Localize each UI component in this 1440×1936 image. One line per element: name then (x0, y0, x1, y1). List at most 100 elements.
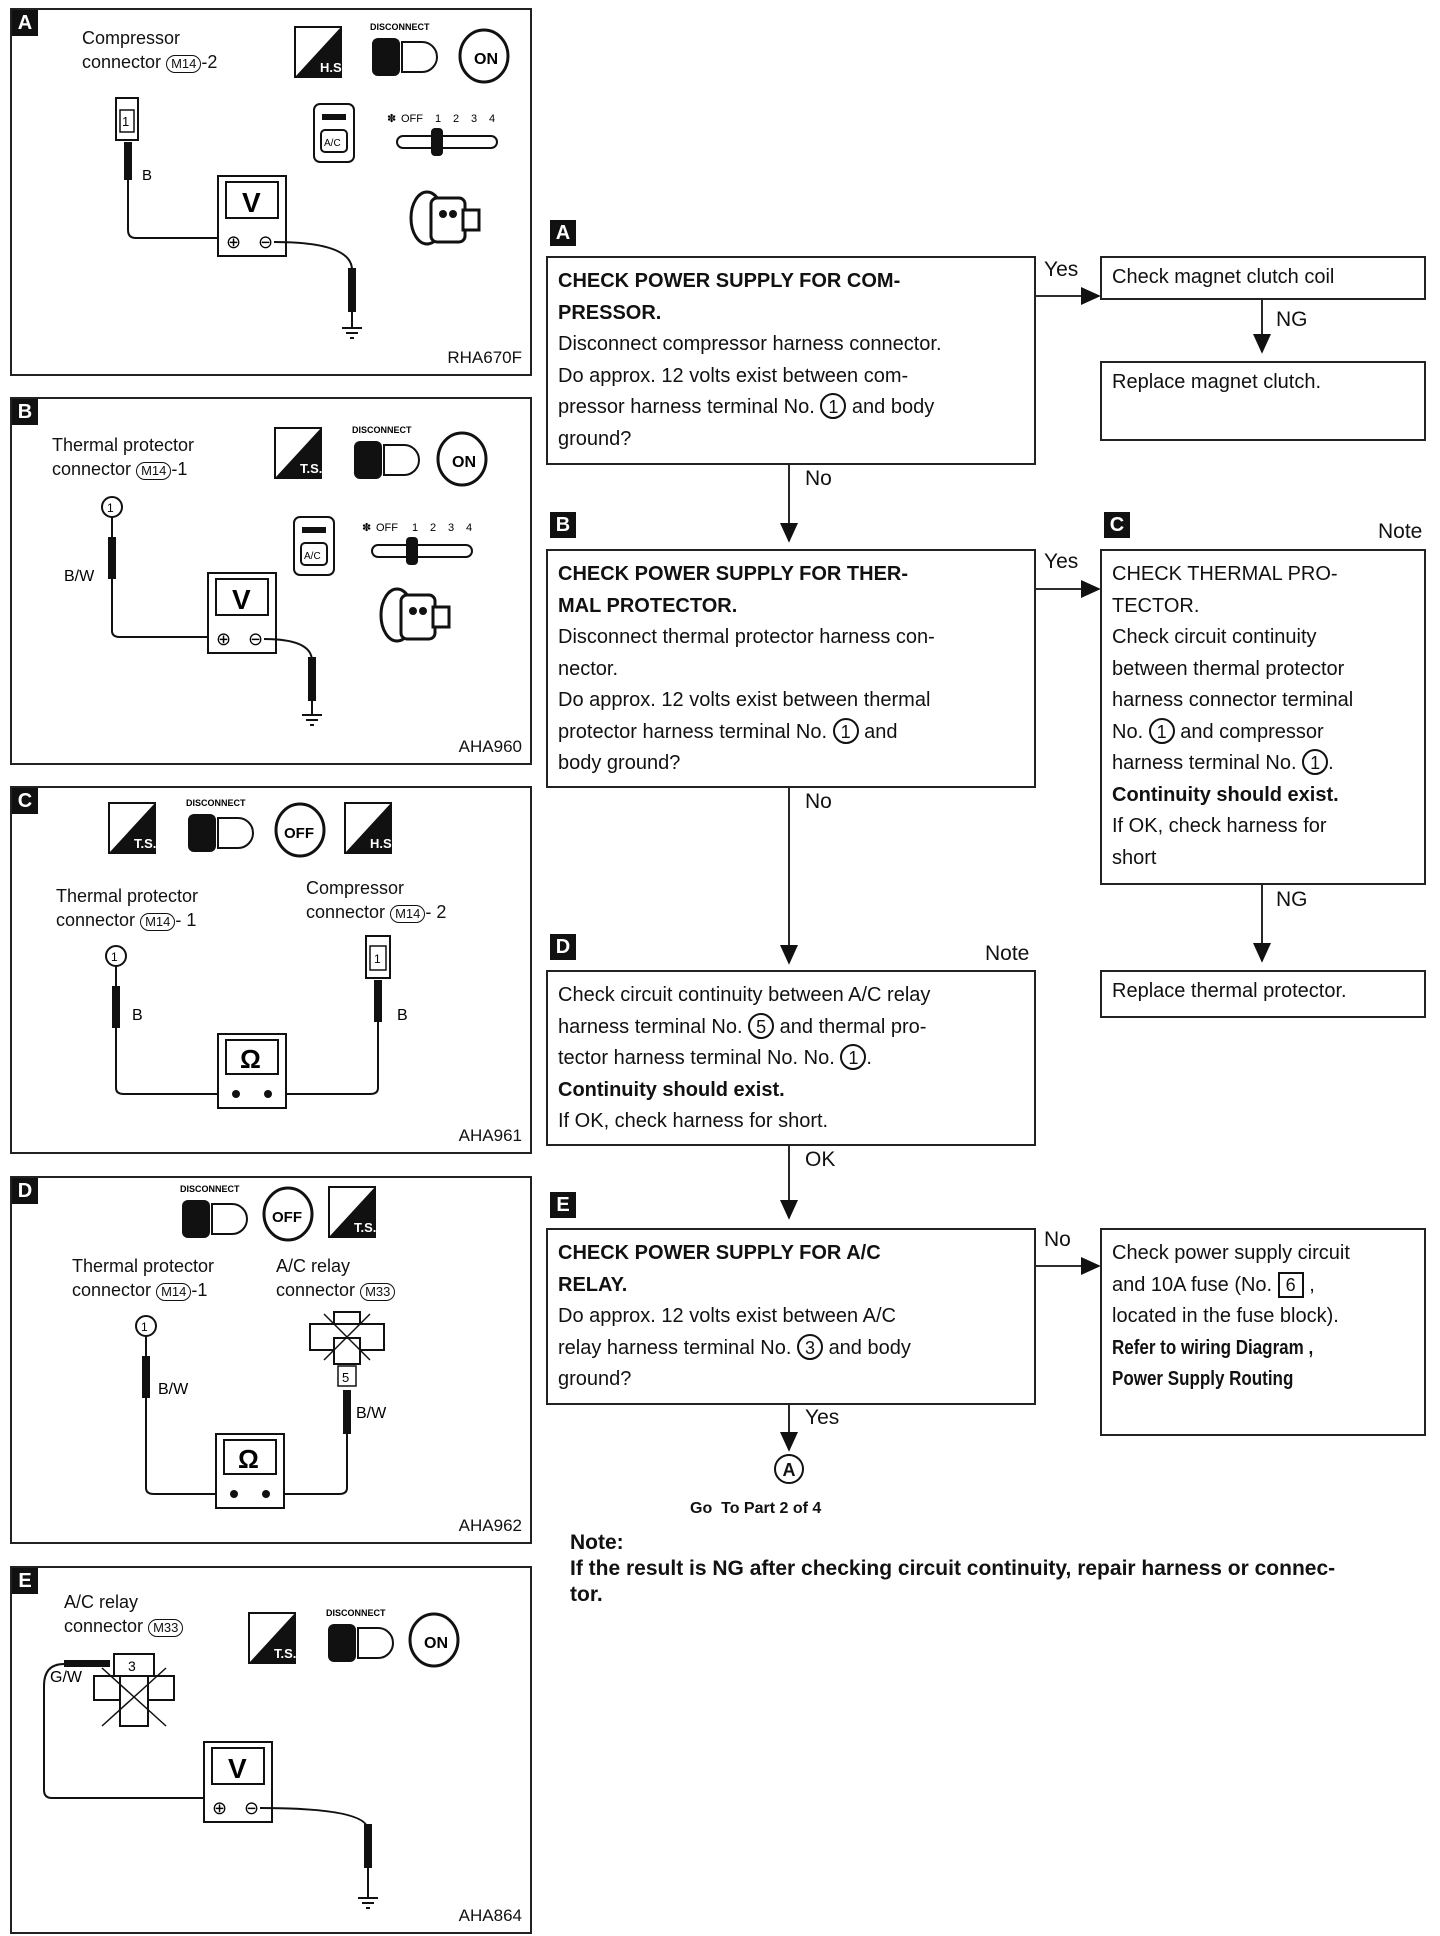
svg-text:3: 3 (471, 113, 477, 125)
b-no-label: No (805, 790, 832, 813)
svg-text:⊕: ⊕ (212, 1798, 227, 1818)
svg-text:A/C: A/C (324, 138, 341, 149)
svg-text:DISCONNECT: DISCONNECT (326, 1608, 386, 1618)
svg-text:⊕: ⊕ (216, 629, 231, 649)
replace-magnet-clutch-box: Replace magnet clutch. (1100, 361, 1426, 441)
svg-text:⊕: ⊕ (226, 232, 241, 252)
svg-text:4: 4 (489, 113, 495, 125)
circuit-d: 1 B/W 5 B/W Ω (135, 1311, 387, 1509)
hs-icon: H.S. (344, 802, 395, 854)
figure-code: AHA960 (458, 737, 522, 756)
svg-text:H.S.: H.S. (370, 836, 392, 851)
panel-e: E A/C relay connector M33 T.S. DISCONNEC… (10, 1566, 532, 1934)
svg-text:G/W: G/W (50, 1669, 83, 1686)
connector-id: M33 (360, 1283, 396, 1301)
step-c-box: CHECK THERMAL PRO- TECTOR. Check circuit… (1100, 549, 1426, 885)
right-connector-label: A/C relay connector M33 (276, 1254, 396, 1302)
svg-text:V: V (232, 584, 251, 615)
disconnect-icon: DISCONNECT (178, 796, 258, 858)
connector-label: Thermal protector connector M14-1 (52, 435, 195, 480)
svg-text:H.S.: H.S. (320, 60, 342, 75)
svg-text:1: 1 (435, 113, 441, 125)
svg-text:⊖: ⊖ (258, 232, 273, 252)
panel-tag: E (12, 1568, 38, 1594)
svg-text:1: 1 (122, 114, 129, 129)
svg-text:DISCONNECT: DISCONNECT (370, 22, 430, 32)
svg-text:OFF: OFF (401, 113, 423, 125)
svg-text:DISCONNECT: DISCONNECT (352, 425, 412, 435)
power-supply-circuit-box: Check power supply circuit and 10A fuse … (1100, 1228, 1426, 1436)
ac-switch-icon: A/C (312, 102, 356, 164)
connector-id: M14 (136, 462, 172, 480)
ts-icon: T.S. (248, 1612, 296, 1664)
svg-text:T.S.: T.S. (354, 1220, 376, 1235)
figure-code: AHA962 (458, 1516, 522, 1535)
ac-switch-icon: A/C (292, 515, 336, 577)
svg-text:✽: ✽ (387, 113, 396, 125)
svg-text:2: 2 (430, 522, 436, 534)
step-d-tag: D (550, 934, 576, 960)
svg-text:Ω: Ω (238, 1444, 259, 1474)
step-d-box: Check circuit continuity between A/C rel… (546, 970, 1036, 1146)
svg-text:3: 3 (128, 1658, 136, 1674)
svg-text:B: B (132, 1007, 143, 1024)
left-connector-label: Thermal protector connector M14-1 (72, 1256, 215, 1301)
svg-text:3: 3 (448, 522, 454, 534)
step-a-box: CHECK POWER SUPPLY FOR COM- PRESSOR. Dis… (546, 256, 1036, 465)
svg-text:OFF: OFF (272, 1209, 302, 1226)
svg-text:DISCONNECT: DISCONNECT (180, 1184, 240, 1194)
svg-text:1: 1 (374, 952, 381, 966)
svg-text:B: B (142, 167, 152, 184)
svg-text:B/W: B/W (356, 1405, 387, 1422)
ignition-on-icon: ON (454, 26, 514, 86)
svg-text:ON: ON (474, 51, 498, 68)
ts-icon: T.S. (328, 1186, 376, 1238)
panel-b: B Thermal protector connector M14-1 T.S.… (10, 397, 532, 765)
e-no-label: No (1044, 1228, 1071, 1251)
svg-text:T.S.: T.S. (134, 836, 156, 851)
step-d-note: Note (985, 942, 1030, 965)
disconnect-icon: DISCONNECT (344, 423, 424, 485)
svg-text:V: V (242, 187, 261, 218)
svg-text:B/W: B/W (64, 568, 95, 585)
connector-label: Compressor connector M14-2 (82, 28, 218, 73)
svg-text:⊖: ⊖ (244, 1798, 259, 1818)
ignition-off-icon: OFF (270, 800, 330, 860)
goto-label: Go To Part 2 of 4 (690, 1500, 822, 1517)
blower-motor-icon (377, 577, 457, 647)
svg-text:1: 1 (107, 501, 114, 515)
left-connector-label: Thermal protector connector M14- 1 (56, 886, 199, 931)
svg-text:B: B (397, 1007, 408, 1024)
svg-text:ON: ON (452, 454, 476, 471)
figure-code: AHA864 (458, 1906, 522, 1925)
svg-text:V: V (228, 1753, 247, 1784)
step-e-tag: E (550, 1192, 576, 1218)
svg-text:Ω: Ω (240, 1044, 261, 1074)
svg-text:OFF: OFF (376, 522, 398, 534)
panel-d: D DISCONNECT OFF T.S. Thermal protector … (10, 1176, 532, 1544)
panel-tag: B (12, 399, 38, 425)
step-e-box: CHECK POWER SUPPLY FOR A/C RELAY. Do app… (546, 1228, 1036, 1405)
right-connector-label: Compressor connector M14- 2 (306, 878, 447, 923)
ignition-on-icon: ON (432, 429, 492, 489)
svg-text:4: 4 (466, 522, 472, 534)
svg-text:DISCONNECT: DISCONNECT (186, 798, 246, 808)
svg-text:2: 2 (453, 113, 459, 125)
replace-thermal-protector-box: Replace thermal protector. (1100, 970, 1426, 1018)
svg-text:OFF: OFF (284, 825, 314, 842)
ignition-off-icon: OFF (258, 1184, 318, 1244)
svg-text:1: 1 (141, 1320, 148, 1334)
circuit-c: 1 B 1 B Ω (105, 935, 408, 1109)
svg-text:T.S.: T.S. (274, 1646, 296, 1661)
svg-text:ON: ON (424, 1635, 448, 1652)
svg-text:5: 5 (342, 1370, 349, 1385)
step-c-tag: C (1104, 512, 1130, 538)
ts-icon: T.S. (274, 427, 322, 479)
b-yes-label: Yes (1044, 550, 1079, 573)
coil-ng-label: NG (1276, 308, 1308, 331)
svg-text:1: 1 (111, 950, 118, 964)
svg-text:⊖: ⊖ (248, 629, 263, 649)
disconnect-icon: DISCONNECT (362, 20, 442, 82)
